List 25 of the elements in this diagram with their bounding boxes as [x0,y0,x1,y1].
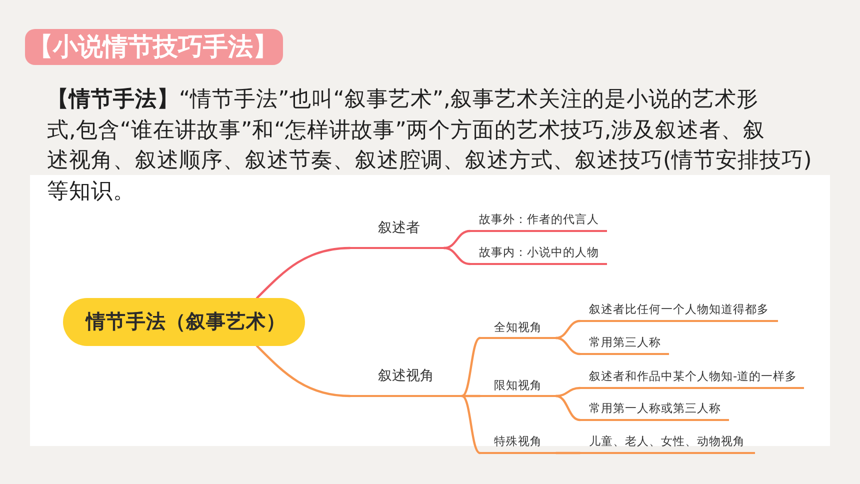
branch-label: 叙述者 [350,218,444,249]
branch-label: 故事外：作者的代言人 [470,211,607,232]
branch-line [554,452,582,454]
intro-paragraph: 【情节手法】“情节手法”也叫“叙事艺术”,叙事艺术关注的是小说的艺术形式,包含“谁在讲故事”和“怎样讲故事”两个方面的艺术技巧,涉及叙述者、叙述视角、叙述顺序、叙述节奏、叙述腔调、叙述方式、叙述技巧(情节安排技巧)等知识。 [47,86,813,206]
branch-label: 常用第一人称或第三人称 [580,400,729,421]
branch-label: 限知视角 [480,377,556,397]
branch-line [460,336,482,398]
branch-line [256,344,352,398]
branch-line [554,320,582,340]
branch-label: 故事内：小说中的人物 [470,244,607,265]
branch-label: 特殊视角 [480,433,556,454]
branch-label: 叙述者比任何一个人物知道得都多 [580,301,778,322]
branch-line [442,246,472,266]
branch-label: 叙述者和作品中某个人物知-道的一样多 [580,368,804,389]
branch-line [554,394,582,422]
branch-line [256,246,352,300]
title-banner: 【小说情节技巧手法】 [25,29,283,65]
branch-label: 常用第三人称 [580,334,669,355]
central-topic: 情节手法（叙事艺术） [63,298,305,346]
branch-line [460,394,482,398]
branch-line [554,336,582,356]
branch-label: 全知视角 [480,319,556,339]
branch-line [460,394,482,454]
branch-label: 叙述视角 [350,366,462,397]
branch-label: 儿童、老人、女性、动物视角 [580,433,755,454]
